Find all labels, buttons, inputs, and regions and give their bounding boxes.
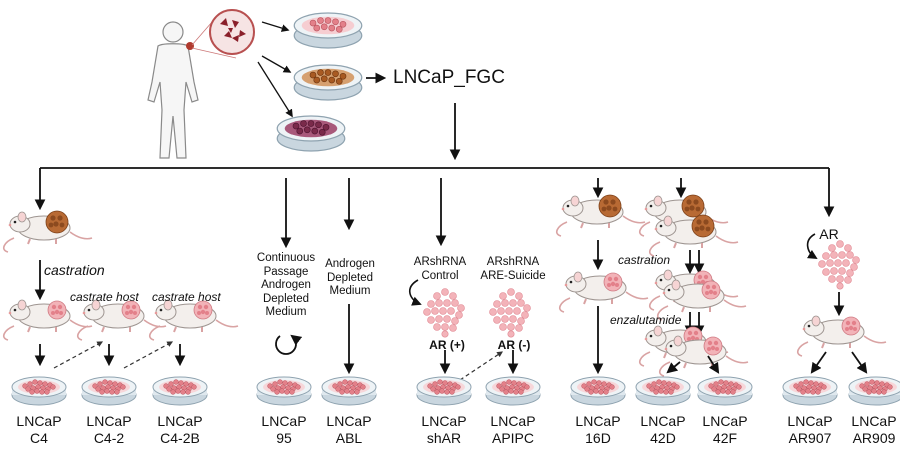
cell-line-name-bottom: C4-2B xyxy=(160,430,200,446)
condition-line: Medium xyxy=(265,306,307,318)
cell-line-95: LNCaP 95 xyxy=(261,413,306,447)
cell-line-name-top: LNCaP xyxy=(16,413,62,429)
cell-line-shar: LNCaP shAR xyxy=(421,413,466,447)
cell-line-abl: LNCaP ABL xyxy=(326,413,371,447)
cell-line-name-top: LNCaP xyxy=(157,413,203,429)
dish-shar xyxy=(416,376,472,406)
enzalutamide-label: enzalutamide xyxy=(610,313,682,327)
cell-line-name-top: LNCaP xyxy=(787,413,833,429)
cell-line-ar907: LNCaP AR907 xyxy=(787,413,832,447)
cell-line-name-bottom: AR909 xyxy=(852,430,896,446)
cell-line-name-top: LNCaP xyxy=(490,413,536,429)
control-cell-cluster-icon xyxy=(423,288,465,338)
human-figure-icon xyxy=(147,21,199,159)
cell-line-c4-2: LNCaP C4-2 xyxy=(86,413,131,447)
cell-line-name-bottom: APIPC xyxy=(491,430,535,446)
arrow-to-dish-1 xyxy=(261,21,290,32)
cell-line-c4-2b: LNCaP C4-2B xyxy=(157,413,202,447)
dish-apipc xyxy=(485,376,541,406)
cell-line-name-bottom: 42F xyxy=(712,430,738,446)
cell-line-name-bottom: shAR xyxy=(426,430,462,446)
cell-line-ar909: LNCaP AR909 xyxy=(851,413,896,447)
cell-line-name-top: LNCaP xyxy=(86,413,132,429)
source-line-label: LNCaP_FGC xyxy=(393,67,505,88)
cell-line-name-top: LNCaP xyxy=(640,413,686,429)
dish-abl xyxy=(321,376,377,406)
ar-plus-label: AR (+) xyxy=(429,338,465,352)
dish-ar907 xyxy=(782,376,838,406)
dish-c4-2 xyxy=(81,376,137,406)
prostate-site-icon xyxy=(186,42,194,50)
condition-line: Depleted xyxy=(326,271,374,284)
dish-16d xyxy=(570,376,626,406)
cell-line-name-bottom: ABL xyxy=(335,430,363,446)
dish-c4-2b xyxy=(152,376,208,406)
dish-42d xyxy=(635,376,691,406)
arshrna-suicide-label: ARshRNA ARE-Suicide xyxy=(480,256,545,283)
arrow-to-dish-3 xyxy=(257,61,293,118)
tumor-cells-magnified-icon xyxy=(209,9,255,55)
dish-42f xyxy=(697,376,753,406)
cell-line-name-bottom: 42D xyxy=(650,430,676,446)
ar-minus-label: AR (-) xyxy=(497,338,531,352)
cell-line-42f: LNCaP 42F xyxy=(702,413,747,447)
source-dish-purple-icon xyxy=(276,115,346,152)
dish-c4 xyxy=(11,376,67,406)
condition-line: ARE-Suicide xyxy=(480,269,546,282)
dish-95 xyxy=(256,376,312,406)
cell-line-name-top: LNCaP xyxy=(326,413,372,429)
cell-line-name-bottom: C4 xyxy=(30,430,48,446)
castrate-host-label-1: castrate host xyxy=(70,290,139,304)
cell-line-apipc: LNCaP APIPC xyxy=(490,413,535,447)
condition-line: Medium xyxy=(329,285,371,297)
condition-line: ARshRNA xyxy=(413,256,467,268)
source-dish-pink-icon xyxy=(293,12,363,49)
arrow-to-dish-2 xyxy=(261,55,292,73)
cell-line-42d: LNCaP 42D xyxy=(640,413,685,447)
cell-line-16d: LNCaP 16D xyxy=(575,413,620,447)
androgen-depleted-condition: Androgen Depleted Medium xyxy=(325,258,375,299)
source-dish-brown-icon xyxy=(293,64,363,101)
cell-line-name-bottom: AR907 xyxy=(788,430,832,446)
condition-line: Androgen xyxy=(325,258,375,270)
condition-line: Continuous xyxy=(256,252,316,264)
castrate-host-label-2: castrate host xyxy=(152,290,221,304)
condition-line: Control xyxy=(421,269,459,282)
cell-line-name-top: LNCaP xyxy=(851,413,897,429)
cell-line-name-bottom: C4-2 xyxy=(93,430,125,446)
ar-cell-cluster-icon xyxy=(818,240,860,290)
ar-label: AR xyxy=(819,226,839,242)
condition-line: ARshRNA xyxy=(486,256,540,268)
cell-line-c4: LNCaP C4 xyxy=(16,413,61,447)
branch-bus xyxy=(34,167,835,249)
continuous-passage-icon xyxy=(275,334,303,355)
condition-line: Passage xyxy=(263,265,309,278)
condition-line: Androgen xyxy=(261,279,311,291)
condition-line: Depleted xyxy=(262,292,310,305)
cell-line-name-top: LNCaP xyxy=(261,413,307,429)
castration-label-2: castration xyxy=(618,253,671,267)
suicide-cell-cluster-icon xyxy=(489,288,531,338)
arshrna-control-label: ARshRNA Control xyxy=(414,256,466,283)
cell-line-name-top: LNCaP xyxy=(421,413,467,429)
cell-line-name-top: LNCaP xyxy=(575,413,621,429)
cell-line-name-top: LNCaP xyxy=(702,413,748,429)
castration-label: castration xyxy=(44,262,105,278)
continuous-passage-condition: Continuous Passage Androgen Depleted Med… xyxy=(257,252,315,320)
cell-line-name-bottom: 16D xyxy=(585,430,611,446)
dish-ar909 xyxy=(848,376,900,406)
cell-line-name-bottom: 95 xyxy=(276,430,292,446)
